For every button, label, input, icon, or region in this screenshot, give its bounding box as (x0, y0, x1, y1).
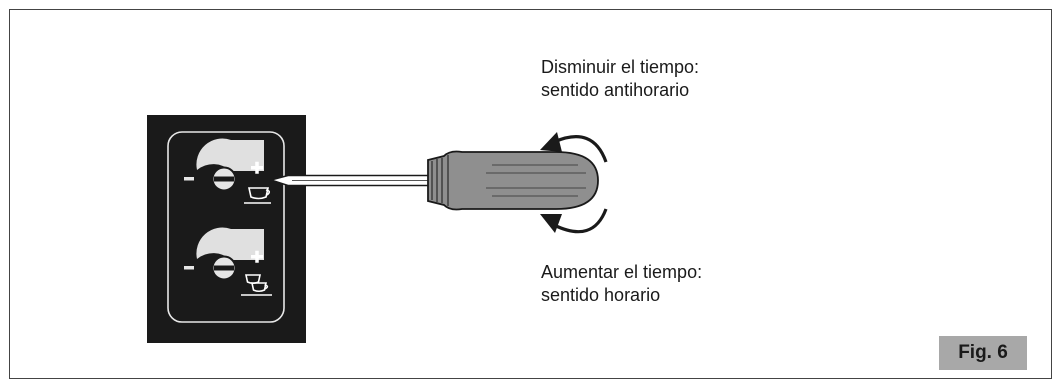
clockwise-arrow (553, 208, 608, 234)
dial-arc-icon (196, 227, 264, 260)
increase-caption-line2: sentido horario (541, 285, 661, 305)
double-cup-dial (184, 227, 272, 296)
decrease-time-caption: Disminuir el tiempo: sentido antihorario (541, 56, 699, 102)
counterclockwise-arrow (553, 135, 608, 163)
increase-caption-line1: Aumentar el tiempo: (541, 262, 703, 282)
minus-icon (184, 177, 194, 181)
figure-frame (9, 9, 1052, 379)
screwdriver-icon (268, 150, 599, 211)
control-panel (147, 115, 306, 343)
plus-icon (251, 250, 263, 263)
increase-time-caption: Aumentar el tiempo: sentido horario (541, 261, 702, 307)
minus-icon (184, 266, 194, 270)
decrease-caption-line2: sentido antihorario (541, 80, 690, 100)
decrease-caption-line1: Disminuir el tiempo: (541, 57, 700, 77)
dial-arc-icon (196, 138, 264, 171)
plus-icon (251, 161, 263, 174)
figure-label: Fig. 6 (939, 336, 1027, 370)
screwdriver-handle (427, 150, 599, 211)
double-cup-icon (241, 274, 272, 296)
single-cup-icon (244, 187, 271, 204)
rotation-arrow-icon (540, 132, 608, 234)
single-cup-dial (184, 138, 271, 204)
